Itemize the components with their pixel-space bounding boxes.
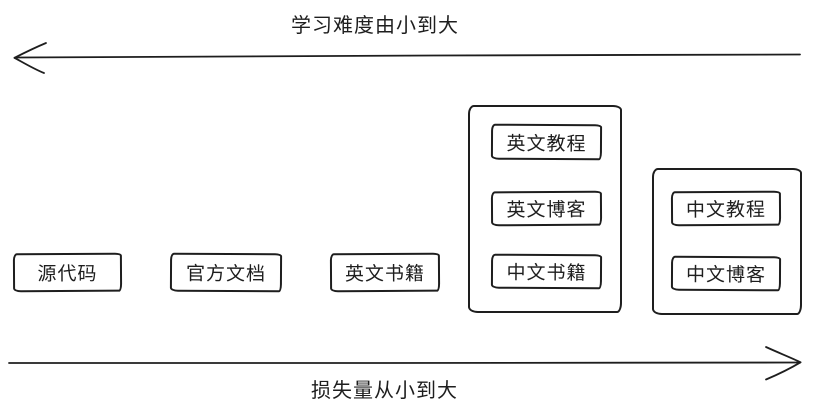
node-label: 中文教程 <box>685 198 767 222</box>
node-label: 中文书籍 <box>506 261 587 285</box>
node-source-code: 源代码 <box>12 252 123 293</box>
bottom-axis-label: 损失量从小到大 <box>311 378 458 402</box>
node-label: 英文书籍 <box>344 262 426 286</box>
group-english-resources: 英文教程 英文博客 中文书籍 <box>468 105 622 313</box>
node-english-blogs: 英文博客 <box>490 190 603 227</box>
node-chinese-blogs: 中文博客 <box>670 255 782 292</box>
node-label: 源代码 <box>37 262 98 286</box>
node-chinese-tutorials: 中文教程 <box>670 190 782 227</box>
top-axis-label: 学习难度由小到大 <box>291 13 459 37</box>
left-arrow-difficulty <box>13 42 801 74</box>
right-arrow-loss <box>8 346 802 381</box>
node-label: 英文教程 <box>506 132 587 155</box>
node-chinese-books: 中文书籍 <box>490 253 603 290</box>
node-english-books: 英文书籍 <box>329 252 441 293</box>
group-chinese-resources: 中文教程 中文博客 <box>652 168 802 315</box>
node-label: 英文博客 <box>506 198 587 222</box>
node-english-tutorials: 英文教程 <box>490 123 603 161</box>
node-label: 中文博客 <box>685 263 767 287</box>
node-official-docs: 官方文档 <box>169 252 283 293</box>
node-label: 官方文档 <box>185 262 267 286</box>
